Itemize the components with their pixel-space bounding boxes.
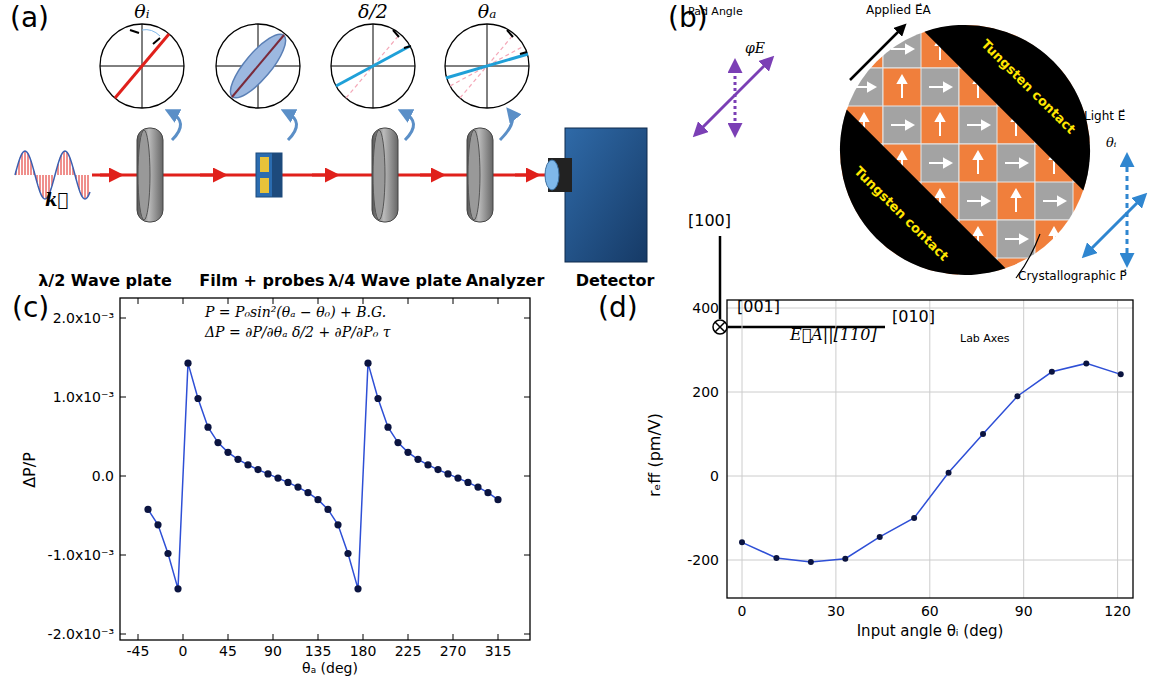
- component-label: λ/4 Wave plate: [328, 272, 462, 290]
- axis-title: rₑff (pm/V): [646, 413, 664, 497]
- axis-tick: 180: [350, 643, 377, 659]
- axis-tick: 2.0x10⁻³: [53, 310, 114, 326]
- axis-tick: 200: [692, 384, 719, 400]
- axis-tick: 270: [440, 643, 467, 659]
- annotation: Pad Angle: [688, 6, 743, 19]
- annotation: Crystallographic P⃗: [1018, 270, 1127, 284]
- angle-label: θᵢ: [1106, 136, 1116, 151]
- annotation: Applied E⃗A: [866, 4, 931, 18]
- axis-tick: 90: [1015, 603, 1033, 619]
- angle-label: θₐ: [478, 1, 497, 23]
- axis-tick: 135: [305, 643, 332, 659]
- component-label: Analyzer: [466, 272, 545, 290]
- axis-tick: -45: [127, 643, 150, 659]
- wave-vector: k⃗: [45, 190, 68, 211]
- axis-title: ΔP/P: [21, 452, 39, 488]
- annotation: Light E⃗: [1084, 110, 1125, 124]
- axis-title: θₐ (deg): [302, 660, 358, 676]
- angle-label: φE: [745, 40, 765, 56]
- axis-label: [001]: [737, 298, 780, 316]
- axis-tick: -200: [687, 552, 719, 568]
- axis-tick: 225: [395, 643, 422, 659]
- axis-label: [100]: [688, 212, 731, 230]
- axis-tick: 400: [692, 300, 719, 316]
- axis-tick: -2.0x10⁻³: [48, 626, 114, 642]
- formula: P = P₀sin²(θₐ − θ₀) + B.G.: [205, 304, 386, 320]
- component-label: Film + probes: [199, 272, 324, 290]
- formula: ΔP = ∂P/∂θₐ δ/2 + ∂P/∂P₀ τ: [205, 324, 390, 340]
- panel-letter: (a): [10, 2, 49, 34]
- axis-tick: 60: [921, 603, 939, 619]
- axis-tick: 0: [710, 468, 719, 484]
- axis-tick: 30: [827, 603, 845, 619]
- annotation: Lab Axes: [960, 333, 1010, 346]
- axis-tick: 45: [219, 643, 237, 659]
- axis-tick: 120: [1104, 603, 1131, 619]
- axis-tick: 0: [738, 603, 747, 619]
- axis-title: Input angle θᵢ (deg): [857, 623, 1004, 640]
- axis-tick: 315: [485, 643, 512, 659]
- panel-letter: (d): [598, 292, 638, 324]
- axis-tick: 90: [264, 643, 282, 659]
- panel-letter: (c): [12, 292, 49, 324]
- axis-tick: -1.0x10⁻³: [48, 547, 114, 563]
- angle-label: θᵢ: [134, 1, 149, 23]
- component-label: λ/2 Wave plate: [38, 272, 172, 290]
- annotation: E⃗A||[110]: [790, 326, 877, 344]
- axis-tick: 1.0x10⁻³: [53, 389, 114, 405]
- axis-tick: 0.0: [92, 468, 114, 484]
- component-label: Detector: [576, 272, 655, 290]
- axis-tick: 0: [179, 643, 188, 659]
- angle-label: δ/2: [358, 1, 388, 23]
- axis-label: [010]: [892, 308, 935, 326]
